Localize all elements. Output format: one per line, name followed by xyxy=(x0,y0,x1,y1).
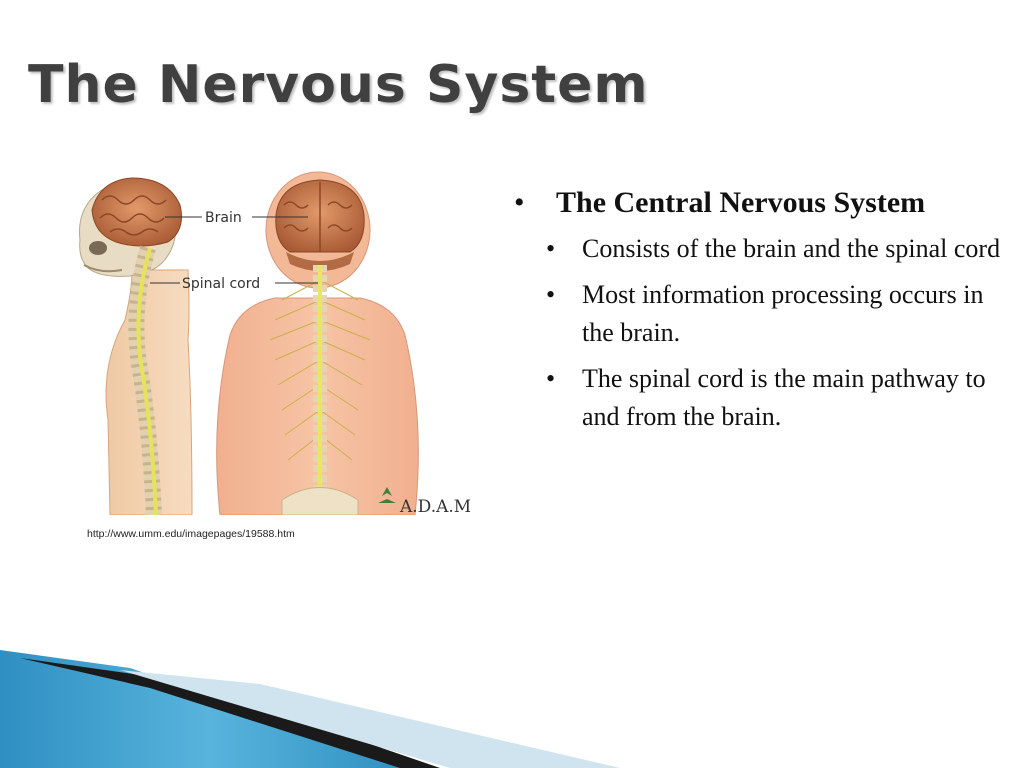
bullet-text: The Central Nervous System xyxy=(556,186,926,219)
image-source-credit: http://www.umm.edu/imagepages/19588.htm xyxy=(87,528,295,540)
sub-bullet-item: • Consists of the brain and the spinal c… xyxy=(546,230,1004,268)
adam-leaf-icon xyxy=(378,487,396,503)
back-view-figure xyxy=(216,171,419,515)
sub-bullet-item: • Most information processing occurs in … xyxy=(546,276,1004,352)
side-view-figure xyxy=(79,177,193,515)
footer-decoration xyxy=(0,650,620,768)
adam-watermark: A.D.A.M. xyxy=(399,497,470,515)
slide-title: The Nervous System xyxy=(28,55,649,115)
sub-bullet-text: Most information processing occurs in th… xyxy=(582,280,984,347)
sub-bullet-text: The spinal cord is the main pathway to a… xyxy=(582,364,986,431)
bullet-glyph: • xyxy=(546,234,556,263)
bullet-list: • The Central Nervous System • Consists … xyxy=(514,186,1004,444)
brain-label: Brain xyxy=(205,210,242,226)
footer-light-stripe xyxy=(120,670,620,768)
bullet-glyph: • xyxy=(514,186,525,219)
bullet-glyph: • xyxy=(546,280,556,309)
bullet-glyph: • xyxy=(546,364,556,393)
bullet-item: • The Central Nervous System xyxy=(514,186,1004,220)
sub-bullet-item: • The spinal cord is the main pathway to… xyxy=(546,360,1004,436)
footer-dark-stripe xyxy=(20,658,440,768)
anatomy-drawing: Brain Spinal cord A.D.A.M. xyxy=(79,171,470,515)
spinal-cord-label: Spinal cord xyxy=(182,276,260,292)
nervous-system-illustration: Brain Spinal cord A.D.A.M. xyxy=(70,170,470,515)
sub-bullet-text: Consists of the brain and the spinal cor… xyxy=(582,234,1001,263)
